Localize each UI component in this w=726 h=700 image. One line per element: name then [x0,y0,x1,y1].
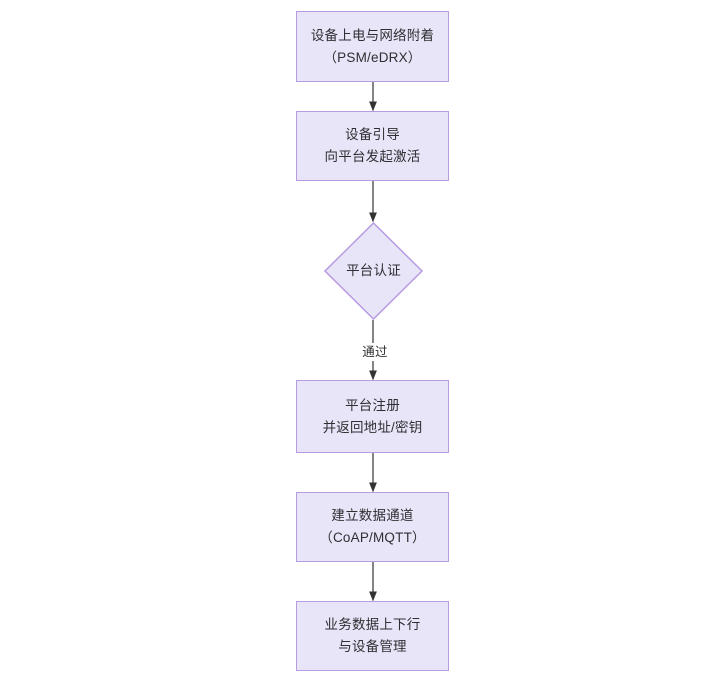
node-data-channel[interactable]: 建立数据通道 （CoAP/MQTT） [296,492,449,562]
node-data-channel-line-2: （CoAP/MQTT） [319,530,426,545]
edge-label-pass: 通过 [355,343,395,361]
edge-label-pass-text: 通过 [362,345,388,359]
node-platform-auth-label: 平台认证 [346,263,401,278]
node-service-data-line-2: 与设备管理 [338,639,407,654]
node-power-on[interactable]: 设备上电与网络附着 （PSM/eDRX） [296,11,449,82]
node-data-channel-line-1: 建立数据通道 [331,508,414,523]
node-platform-auth[interactable]: 平台认证 [324,222,423,320]
node-service-data[interactable]: 业务数据上下行 与设备管理 [296,601,449,671]
node-platform-register-line-1: 平台注册 [345,397,400,413]
node-service-data-line-1: 业务数据上下行 [324,617,421,632]
node-bootstrap[interactable]: 设备引导 向平台发起激活 [296,111,449,181]
node-bootstrap-line-2: 向平台发起激活 [324,149,421,164]
node-bootstrap-line-1: 设备引导 [345,127,400,142]
node-power-on-line-2: （PSM/eDRX） [323,49,422,65]
node-power-on-line-1: 设备上电与网络附着 [310,27,435,43]
node-platform-register-line-2: 并返回地址/密钥 [322,419,423,435]
diamond-shape [324,222,423,320]
node-platform-register[interactable]: 平台注册 并返回地址/密钥 [296,380,449,453]
